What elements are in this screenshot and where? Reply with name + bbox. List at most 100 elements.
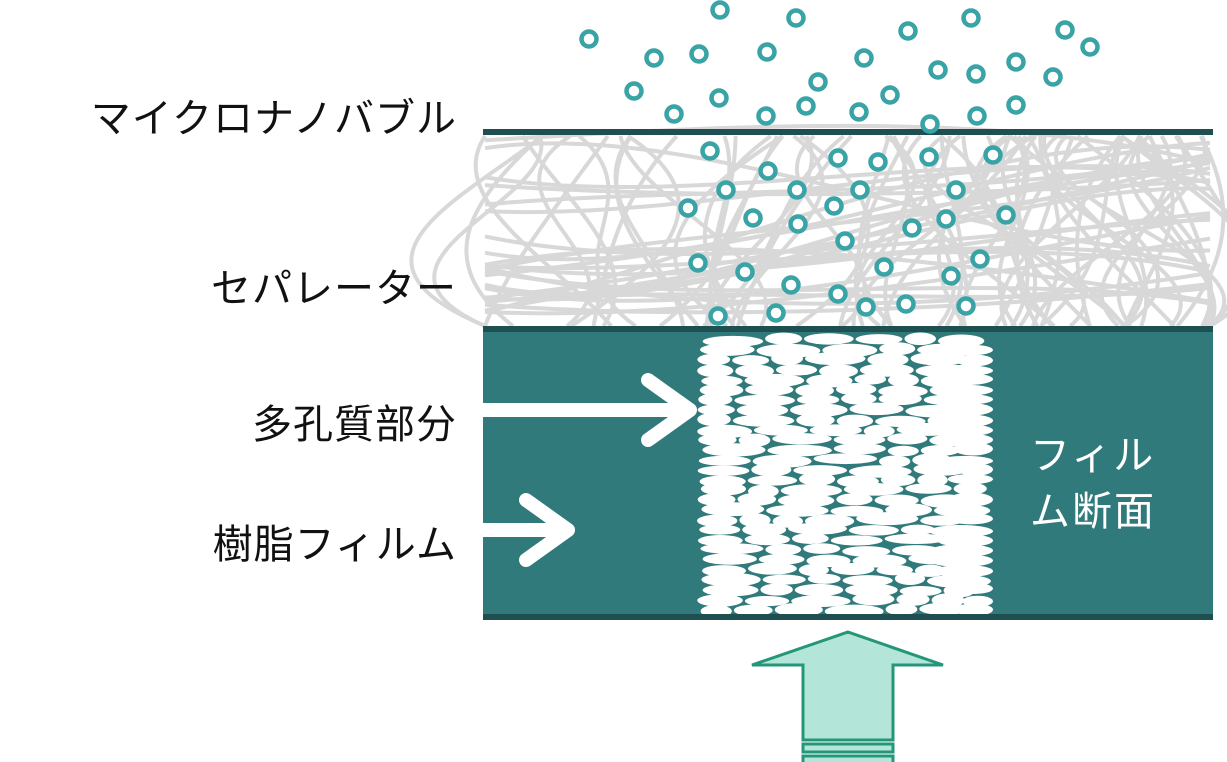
pore <box>836 493 873 506</box>
bubble <box>787 180 807 200</box>
pore <box>953 442 993 456</box>
bubble <box>920 114 940 134</box>
bubble <box>966 64 986 84</box>
pore <box>880 473 916 486</box>
bubble <box>856 297 876 317</box>
bubble <box>756 106 776 126</box>
fiber <box>1076 134 1214 327</box>
bubble <box>941 266 961 286</box>
pore <box>790 403 848 417</box>
bubble <box>1080 37 1100 57</box>
pore <box>748 562 797 575</box>
pore <box>698 455 751 466</box>
pore <box>953 482 987 495</box>
pore <box>894 572 926 586</box>
pore <box>878 455 911 468</box>
fiber <box>484 165 1211 272</box>
film-section-line2: ム断面 <box>1030 489 1156 535</box>
bubble <box>970 249 990 269</box>
bubble <box>919 147 939 167</box>
pore <box>929 554 994 567</box>
bubble <box>868 152 888 172</box>
pore <box>700 543 764 555</box>
pore <box>941 414 993 427</box>
pore <box>732 355 770 366</box>
bubble <box>967 106 987 126</box>
fiber <box>484 236 1211 316</box>
pore <box>878 392 922 406</box>
bubble <box>936 209 956 229</box>
bubble <box>961 8 981 28</box>
pore <box>937 534 993 547</box>
pore <box>833 434 886 446</box>
bubble <box>1006 52 1026 72</box>
pore <box>955 354 993 367</box>
pore <box>742 523 787 537</box>
fiber <box>1039 135 1122 328</box>
bubble <box>689 44 709 64</box>
pore <box>797 394 840 405</box>
pore <box>930 423 993 437</box>
bubble <box>880 85 900 105</box>
pore <box>920 445 960 456</box>
separator-fibers <box>409 123 1227 328</box>
pore <box>896 593 930 606</box>
pore <box>884 533 948 544</box>
pore <box>841 392 877 405</box>
pore <box>702 583 759 597</box>
bubble <box>983 145 1003 165</box>
pore <box>699 524 741 535</box>
middle-border-line <box>483 326 1213 332</box>
resin-film-pointer-arrow <box>476 493 575 567</box>
bubble <box>808 72 828 92</box>
pore <box>796 413 835 427</box>
pore <box>697 465 750 476</box>
bubble <box>849 102 869 122</box>
pore <box>905 483 952 494</box>
pore <box>849 402 904 416</box>
bubble <box>850 180 870 200</box>
pore <box>793 465 847 476</box>
pore <box>803 543 841 554</box>
pore <box>955 583 993 594</box>
label-separator: セパレーター <box>211 266 457 312</box>
pore <box>954 603 994 616</box>
bubble <box>579 29 599 49</box>
bubble <box>824 196 844 216</box>
pore <box>736 403 789 417</box>
pore <box>888 373 919 387</box>
pore <box>807 573 841 584</box>
pore <box>949 344 993 356</box>
pore <box>948 513 993 525</box>
pore <box>830 562 875 575</box>
pore <box>794 583 844 597</box>
pore <box>698 393 733 406</box>
pore <box>762 574 806 585</box>
pore <box>948 492 994 507</box>
bubble <box>828 148 848 168</box>
bubble <box>735 262 755 282</box>
bubble <box>781 275 801 295</box>
pore <box>836 414 874 428</box>
pore <box>934 372 993 386</box>
bubble <box>688 253 708 273</box>
pore <box>830 535 883 546</box>
pore <box>900 524 935 535</box>
pore <box>745 383 794 396</box>
pore <box>765 543 802 556</box>
bubble <box>1043 67 1063 87</box>
pore <box>934 564 993 578</box>
pore <box>767 444 832 457</box>
pore <box>753 424 808 436</box>
microbubbles <box>579 0 1100 326</box>
pore <box>744 533 790 546</box>
film-section-line1: フィル <box>1030 433 1156 479</box>
pore <box>697 514 738 527</box>
label-resin-film: 樹脂フィルム <box>212 522 457 568</box>
label-porous: 多孔質部分 <box>252 402 457 448</box>
bubble <box>716 180 736 200</box>
bubble <box>956 296 976 316</box>
pore <box>885 603 918 616</box>
fiber <box>484 141 1211 253</box>
